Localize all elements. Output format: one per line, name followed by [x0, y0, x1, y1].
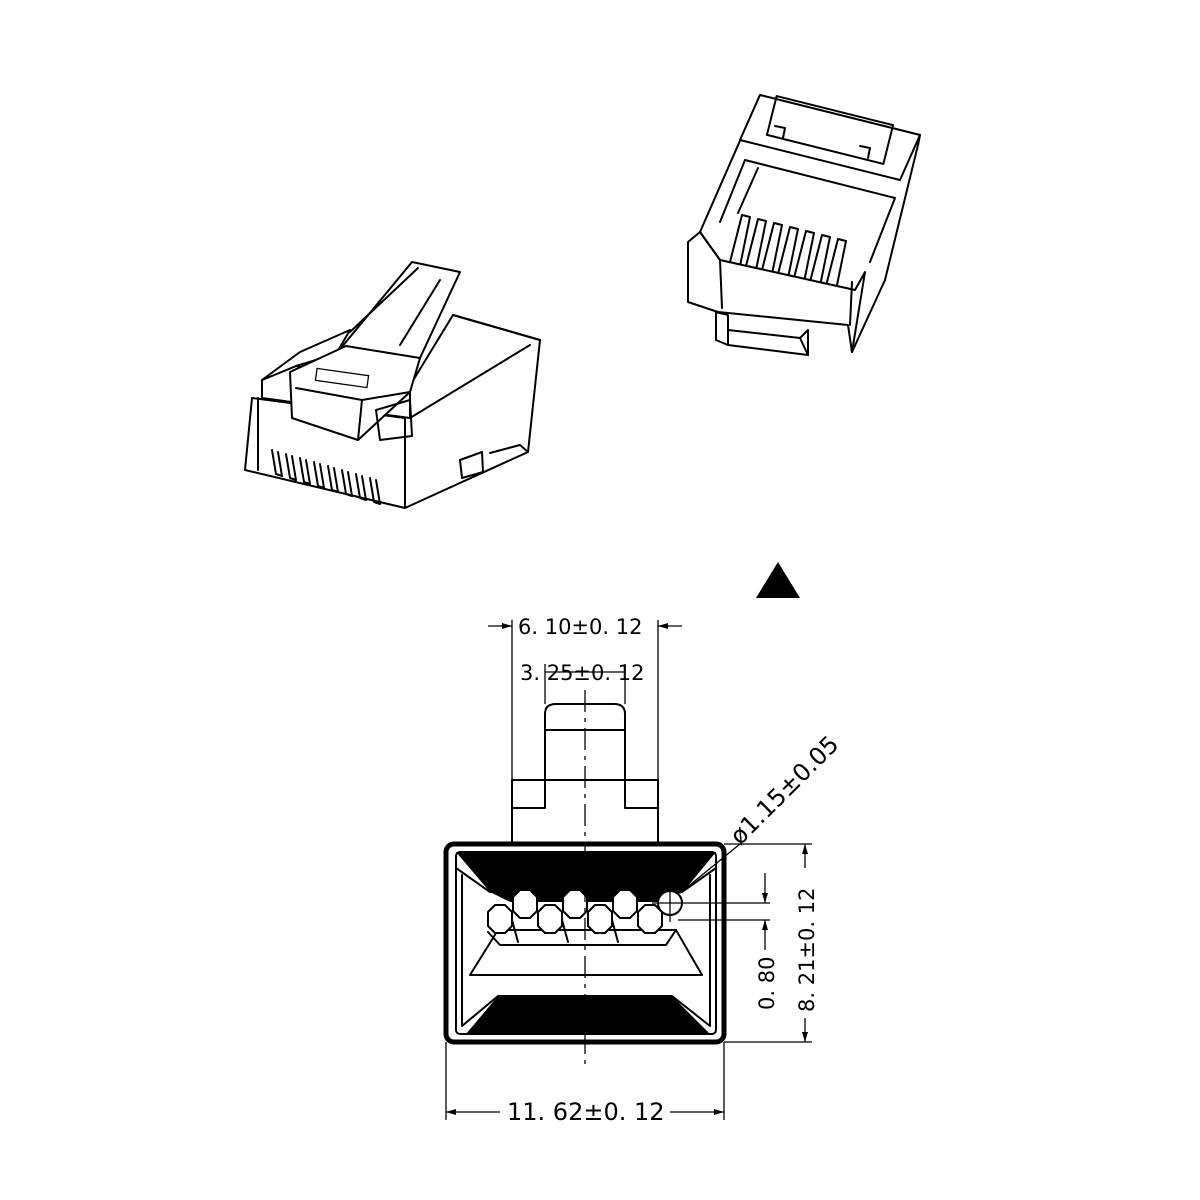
- dimension-pin-pitch: 0. 80: [678, 873, 779, 1010]
- plug-isometric-view-front: [244, 261, 541, 509]
- dim-label-pin-pitch: 0. 80: [755, 957, 779, 1010]
- front-pin-contacts: [271, 449, 381, 505]
- triangle-symbol: [756, 562, 800, 598]
- plug-isometric-view-rear: [687, 94, 921, 356]
- dim-label-height: 8. 21±0. 12: [795, 888, 819, 1012]
- pin-cavities: [487, 889, 683, 946]
- dimension-tab-width: 3. 25±0. 12: [520, 661, 644, 704]
- dim-label-top-width: 6. 10±0. 12: [518, 615, 642, 639]
- dimension-height: 8. 21±0. 12: [724, 843, 819, 1043]
- dim-label-body-width: 11. 62±0. 12: [507, 1098, 665, 1126]
- dimension-top-width: 6. 10±0. 12: [488, 615, 682, 780]
- plug-front-view: [443, 690, 770, 1070]
- dim-label-tab-width: 3. 25±0. 12: [520, 661, 644, 685]
- dim-label-diameter: ø1.15±0.05: [724, 730, 844, 850]
- dimension-body-width: 11. 62±0. 12: [445, 1042, 725, 1126]
- dimension-diameter: ø1.15±0.05: [679, 730, 844, 894]
- rear-pin-contacts: [729, 214, 847, 291]
